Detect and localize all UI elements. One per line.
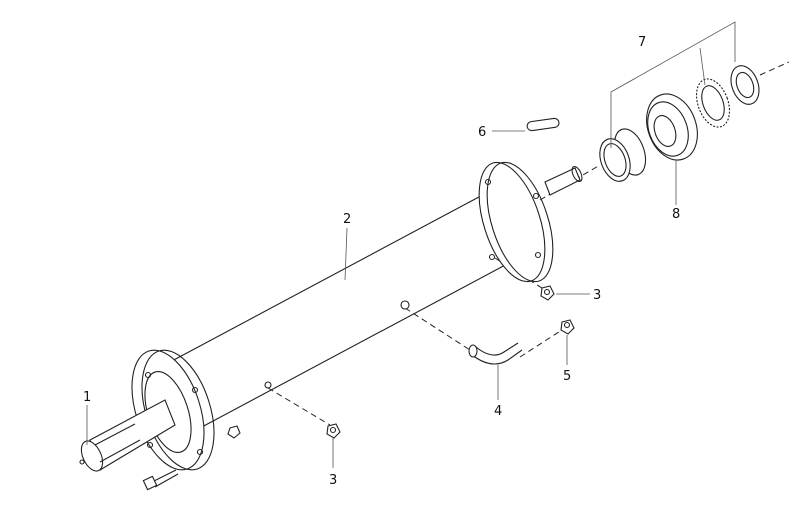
axis-line: [267, 387, 331, 426]
bearing: [646, 93, 698, 161]
callout-3-upper: 3: [593, 288, 601, 303]
grease-nipple-3-lower: [326, 423, 341, 439]
axis-line: [759, 61, 789, 76]
callout-1: 1: [83, 390, 91, 405]
callout-4: 4: [494, 404, 502, 419]
nut: [227, 425, 241, 439]
grease-nipple-5: [560, 319, 575, 335]
callout-7: 7: [638, 35, 646, 50]
grease-nipple-3-upper: [540, 285, 555, 301]
lock-nut: [730, 65, 760, 105]
callout-5: 5: [563, 369, 571, 384]
key: [526, 117, 560, 132]
axis-line: [519, 327, 566, 358]
callout-2: 2: [343, 212, 351, 227]
bent-pipe-end: [468, 344, 478, 358]
callout-6: 6: [478, 125, 486, 140]
axis-line: [404, 307, 471, 351]
callout-8: 8: [672, 207, 680, 222]
right-flange: [478, 161, 583, 283]
tube-housing: [169, 189, 523, 429]
bent-pipe: [471, 342, 523, 365]
splined-shaft: [79, 399, 176, 472]
bolt: [142, 469, 179, 491]
leader-lines: [86, 21, 736, 468]
sleeve: [599, 128, 647, 182]
callout-3-lower: 3: [329, 473, 337, 488]
lock-washer: [695, 78, 731, 128]
left-flange: [131, 349, 215, 471]
